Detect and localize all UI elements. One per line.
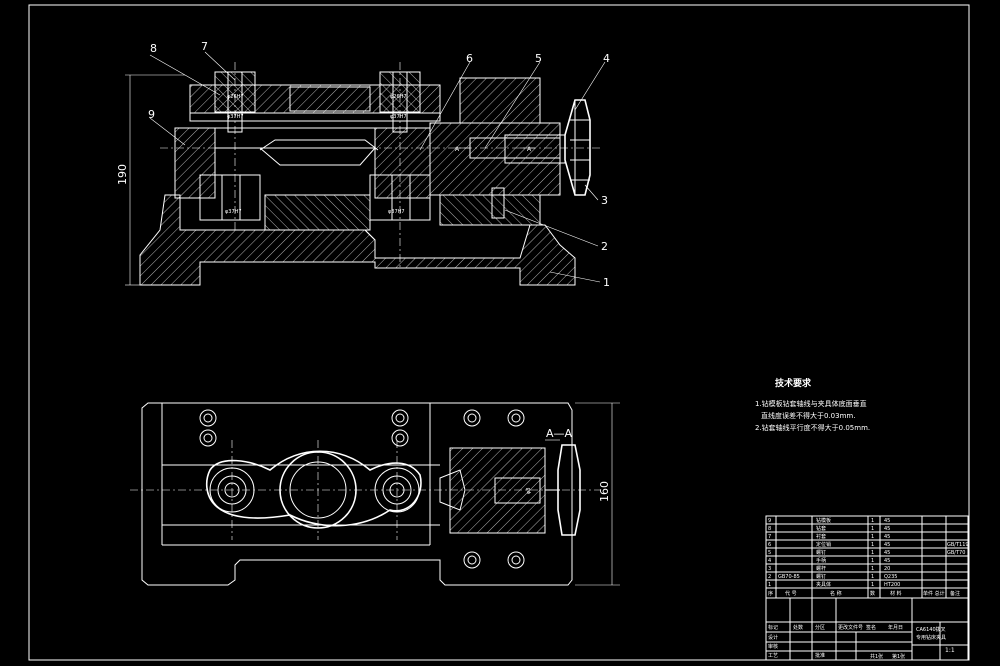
bom-cell-no: 2 (768, 574, 771, 580)
bom-cell-material: 45 (884, 518, 890, 524)
bom-cell-code: GB70-85 (778, 574, 800, 580)
callout-4: 4 (603, 52, 610, 65)
bom-cell-qty: 1 (871, 550, 874, 556)
top-view (130, 402, 620, 586)
tb-label-0: 标记 (768, 624, 778, 631)
bom-cell-name: 钻模板 (816, 517, 831, 524)
tb-label-5: 年月日 (888, 624, 903, 631)
bom-cell-name: 夹具体 (816, 581, 831, 588)
bom-cell-qty: 1 (871, 518, 874, 524)
bom-cell-material: 45 (884, 526, 890, 532)
bom-cell-name: 螺钉 (816, 573, 826, 580)
bom-cell-no: 5 (768, 550, 771, 556)
tb-label-3: 更改文件号 (838, 624, 863, 631)
bom-cell-qty: 1 (871, 558, 874, 564)
dim-d-top-right-b: φ37H7 (390, 114, 407, 120)
bom-cell-material: 45 (884, 542, 890, 548)
bom-cell-name: 衬套 (816, 533, 826, 540)
bom-cell-qty: 1 (871, 582, 874, 588)
bom-cell-qty: 1 (871, 526, 874, 532)
callout-8: 8 (150, 42, 157, 55)
drawing-name-2: 专用钻床夹具 (916, 634, 946, 641)
bom-cell-qty: 1 (871, 566, 874, 572)
bom-cell-no: 6 (768, 542, 771, 548)
bom-cell-material: HT200 (884, 582, 900, 588)
dim-d-top-left: φ26H7 (227, 94, 244, 100)
drawing-scale: 1:1 (945, 647, 955, 654)
bom-header-qty: 数 (870, 590, 875, 597)
callout-6: 6 (466, 52, 473, 65)
tech-line1: 1.钻模板钻套轴线与夹具体底面垂直 (755, 399, 867, 408)
bom-cell-material: Q235 (884, 574, 897, 580)
bom-cell-no: 3 (768, 566, 771, 572)
bom-header-code: 代 号 (785, 590, 797, 597)
bom-header-material: 材 料 (890, 590, 902, 597)
bom-header-no: 序 (768, 590, 773, 597)
bom-cell-no: 1 (768, 582, 771, 588)
dim-d-bottom-left: φ37H7 (225, 209, 242, 215)
dim-d-top-left-b: φ37H7 (227, 114, 244, 120)
drawing-name: CA6140拨叉 (916, 626, 946, 633)
tb-label-2: 分区 (815, 624, 825, 631)
bom-cell-material: 20 (884, 566, 890, 572)
bom-cell-qty: 1 (871, 574, 874, 580)
bom-cell-name: 螺杆 (816, 565, 826, 572)
dim-height: 190 (116, 164, 129, 185)
bom-cell-qty: 1 (871, 534, 874, 540)
callout-9: 9 (148, 108, 155, 121)
section-arrow-right: A (527, 146, 532, 153)
front-section-view (125, 62, 600, 286)
tb-label-1: 处数 (793, 624, 803, 631)
bom-cell-no: 7 (768, 534, 771, 540)
tb-label-7: 审核 (768, 643, 778, 650)
bom-cell-name: 手柄 (816, 557, 826, 564)
bom-cell-material: 45 (884, 534, 890, 540)
tb-label-4: 签名 (866, 624, 876, 631)
section-label: A—A (546, 427, 573, 440)
bom-cell-name: 螺钉 (816, 549, 826, 556)
bom-cell-name: 钻套 (816, 525, 826, 532)
bom-cell-qty: 1 (871, 542, 874, 548)
tb-label-6: 设计 (768, 634, 778, 641)
bom-cell-name: 定位销 (816, 541, 831, 548)
callout-1: 1 (603, 276, 610, 289)
tb-label-8: 工艺 (768, 653, 778, 659)
bom-cell-no: 9 (768, 518, 771, 524)
drawing-border (28, 4, 970, 661)
tech-line2: 2.钻套轴线平行度不得大于0.05mm. (755, 423, 870, 432)
tb-label-9: 批准 (815, 652, 825, 659)
callout-leaders (149, 51, 606, 283)
bom-cell-no: 8 (768, 526, 771, 532)
callout-5: 5 (535, 52, 542, 65)
tech-title: 技术要求 (775, 377, 812, 389)
dim-d-top-right: φ26H7 (390, 94, 407, 100)
bom-cell-note: GB/T70 (947, 550, 965, 556)
bom-header-weight: 单件 总计 (923, 590, 945, 597)
sheet-number: 第1张 (892, 653, 905, 660)
dim-pin: φ8 (526, 488, 532, 494)
tech-line1b: 直线度误差不得大于0.03mm. (761, 411, 855, 420)
callout-2: 2 (601, 240, 608, 253)
callout-7: 7 (201, 40, 208, 53)
bom-cell-no: 4 (768, 558, 771, 564)
section-arrow-left: A (455, 146, 460, 153)
bom-header-name: 名 称 (830, 590, 842, 597)
bom-cell-material: 45 (884, 558, 890, 564)
sheet-total: 共1张 (870, 653, 883, 660)
bom-cell-note: GB/T119 (947, 542, 969, 548)
dim-width: 160 (598, 481, 611, 502)
callout-3: 3 (601, 194, 608, 207)
dim-d-bottom-right: φ37H7 (388, 209, 405, 215)
bom-cell-material: 45 (884, 550, 890, 556)
bom-header-note: 备注 (950, 590, 960, 597)
